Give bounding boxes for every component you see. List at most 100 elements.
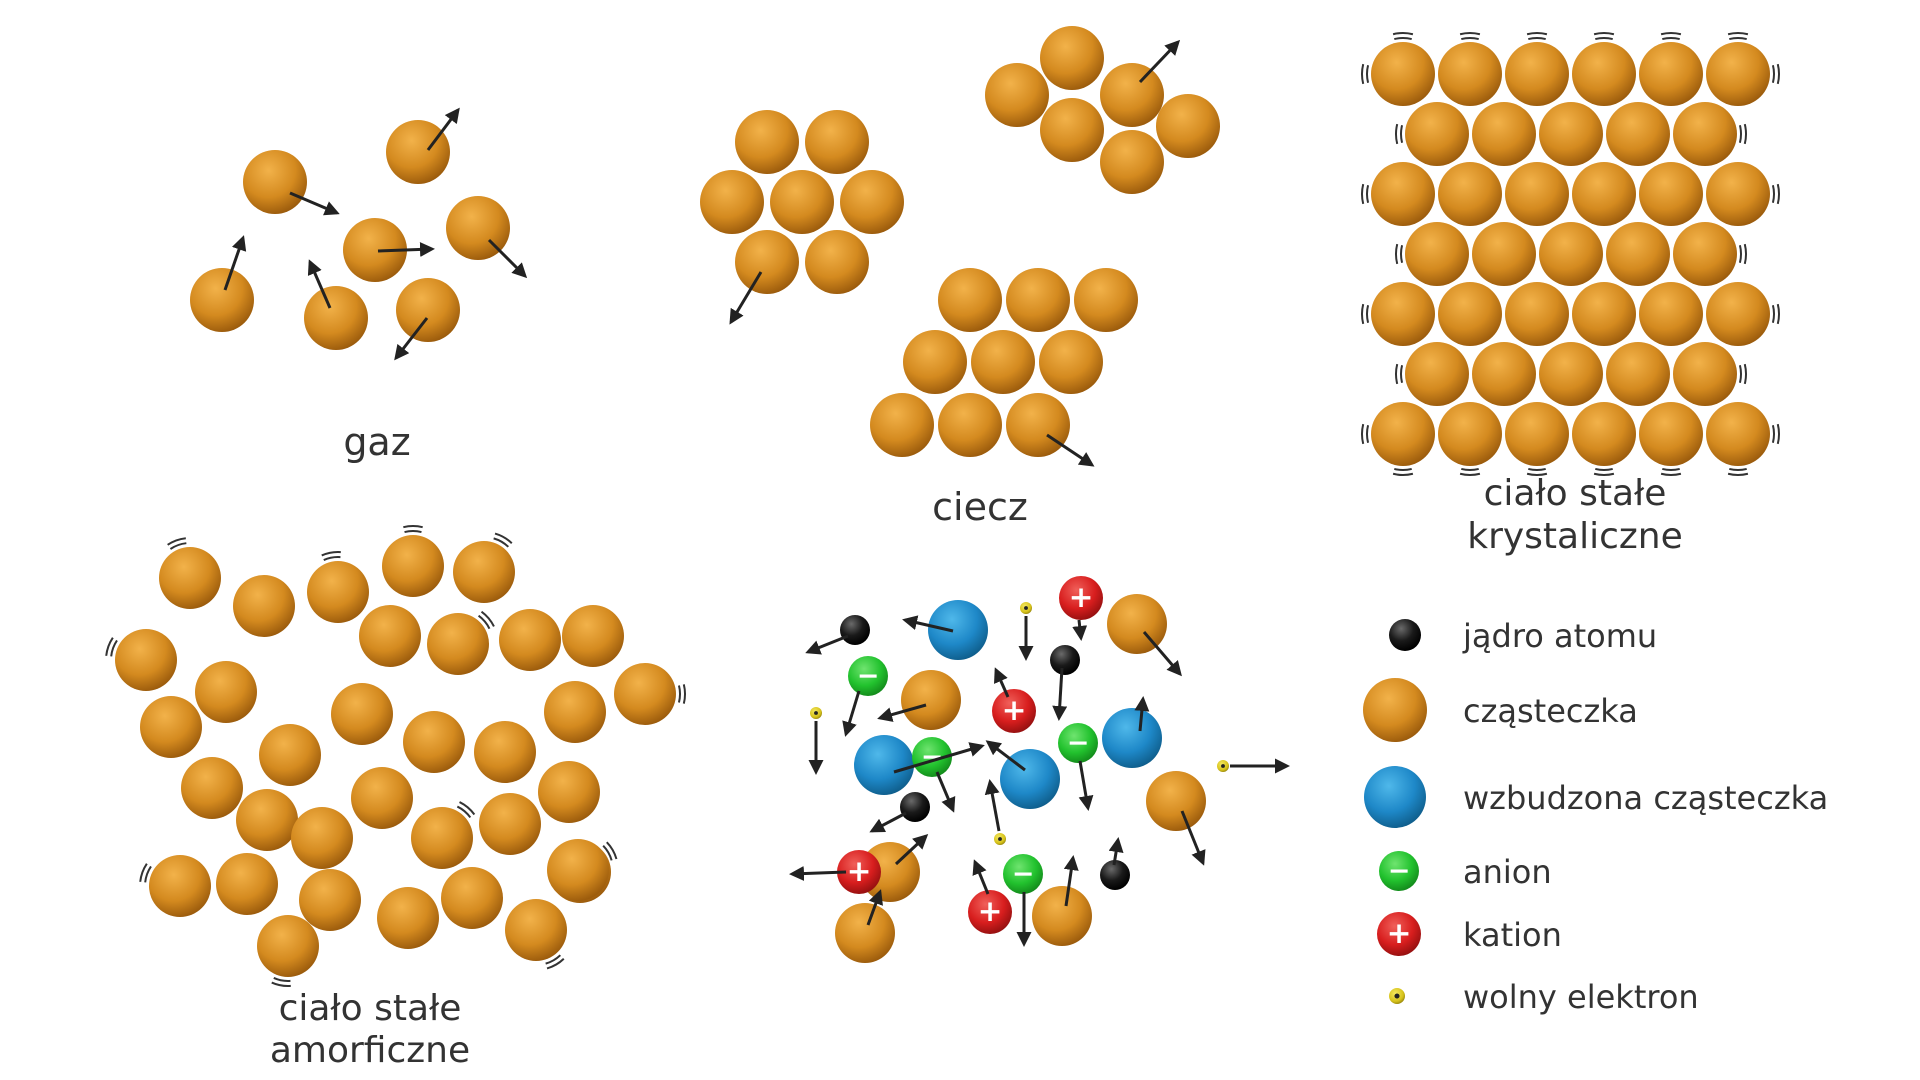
molecule-particle — [1606, 102, 1670, 166]
molecule-particle — [411, 807, 473, 869]
vibration-mark — [1526, 467, 1548, 476]
molecule-particle — [257, 915, 319, 977]
vibration-mark — [456, 801, 476, 819]
molecule-particle — [1472, 222, 1536, 286]
legend-item-excited: wzbudzona cząsteczka — [1364, 766, 1828, 828]
label-liquid: ciecz — [932, 485, 1028, 529]
vibration-mark — [1660, 467, 1682, 476]
molecule-particle — [562, 605, 624, 667]
vibration-mark — [1526, 32, 1548, 41]
plus-sign: + — [847, 854, 872, 889]
molecule-particle — [1706, 42, 1770, 106]
molecule-particle — [474, 721, 536, 783]
molecule-particle — [1371, 282, 1435, 346]
molecule-particle — [259, 724, 321, 786]
molecule-particle — [1074, 268, 1138, 332]
molecule-particle — [1371, 42, 1435, 106]
motion-arrow — [1180, 810, 1206, 866]
legend-cation-swatch: + — [1377, 912, 1421, 956]
molecule-particle — [1006, 268, 1070, 332]
vibration-mark — [1459, 467, 1481, 476]
molecule-particle — [307, 561, 369, 623]
motion-arrow — [487, 238, 528, 279]
cation-particle: + — [1059, 576, 1103, 620]
molecule-particle — [1539, 102, 1603, 166]
vibration-mark — [1771, 423, 1780, 445]
molecule-particle — [1673, 222, 1737, 286]
vibration-mark — [403, 525, 423, 534]
molecule-particle — [735, 230, 799, 294]
molecule-particle — [233, 575, 295, 637]
molecule-particle — [1107, 594, 1167, 654]
vibration-mark — [493, 532, 513, 548]
legend-item-anion: −anion — [1379, 851, 1552, 891]
vibration-mark — [1771, 303, 1780, 325]
molecule-particle — [195, 661, 257, 723]
molecule-particle — [1100, 63, 1164, 127]
molecule-particle — [544, 681, 606, 743]
legend-label-electron: wolny elektron — [1463, 978, 1699, 1016]
molecule-particle — [1639, 42, 1703, 106]
cation-particle: + — [837, 850, 881, 894]
molecule-particle — [115, 629, 177, 691]
molecule-particle — [1405, 342, 1469, 406]
vibration-mark — [105, 637, 118, 657]
vibration-mark — [545, 954, 565, 970]
molecule-particle — [770, 170, 834, 234]
motion-arrow — [894, 833, 929, 866]
molecule-particle — [1539, 342, 1603, 406]
vibration-mark — [1395, 363, 1404, 385]
molecule-particle — [1572, 402, 1636, 466]
cation-particle: + — [968, 890, 1012, 934]
molecule-particle — [1438, 402, 1502, 466]
molecule-particle — [1639, 162, 1703, 226]
legend-electron-swatch — [1389, 988, 1405, 1004]
label-amorphous-line1: ciało stałe — [279, 988, 462, 1029]
molecule-particle — [1639, 282, 1703, 346]
molecule-particle — [299, 869, 361, 931]
legend-label-molecule: cząsteczka — [1463, 692, 1638, 730]
plus-sign: + — [1002, 693, 1027, 728]
motion-arrow — [394, 317, 429, 361]
minus-sign: − — [1012, 858, 1035, 889]
vibration-mark — [1771, 183, 1780, 205]
molecule-particle — [386, 120, 450, 184]
molecule-particle — [331, 683, 393, 745]
molecule-particle — [985, 63, 1049, 127]
molecule-particle — [427, 613, 489, 675]
molecule-particle — [835, 903, 895, 963]
molecule-particle — [1505, 402, 1569, 466]
molecule-particle — [1039, 330, 1103, 394]
motion-arrow — [1134, 696, 1150, 732]
molecule-particle — [1146, 771, 1206, 831]
motion-arrow — [866, 889, 883, 926]
anion-particle: − — [848, 656, 888, 696]
molecule-particle — [403, 711, 465, 773]
molecule-particle — [735, 110, 799, 174]
legend-item-electron: wolny elektron — [1389, 978, 1699, 1016]
motion-arrow — [842, 690, 861, 737]
electron-particle — [1020, 602, 1032, 614]
molecule-particle — [1405, 222, 1469, 286]
molecule-particle — [1100, 130, 1164, 194]
molecule-particle — [1505, 42, 1569, 106]
minus-sign: − — [921, 741, 944, 772]
molecule-particle — [971, 330, 1035, 394]
nucleus-particle — [1100, 860, 1130, 890]
nucleus-particle — [900, 792, 930, 822]
vibration-mark — [1738, 243, 1747, 265]
molecule-particle — [1572, 42, 1636, 106]
nucleus-particle — [840, 615, 870, 645]
molecule-particle — [304, 286, 368, 350]
molecule-particle — [377, 887, 439, 949]
electron-particle — [810, 707, 822, 719]
minus-sign: − — [1067, 727, 1090, 758]
vibration-mark — [1771, 63, 1780, 85]
vibration-mark — [1361, 303, 1370, 325]
molecule-particle — [700, 170, 764, 234]
molecule-particle — [181, 757, 243, 819]
motion-arrow — [985, 740, 1026, 772]
motion-arrow — [789, 866, 847, 882]
vibration-mark — [271, 977, 291, 987]
molecule-particle — [396, 278, 460, 342]
